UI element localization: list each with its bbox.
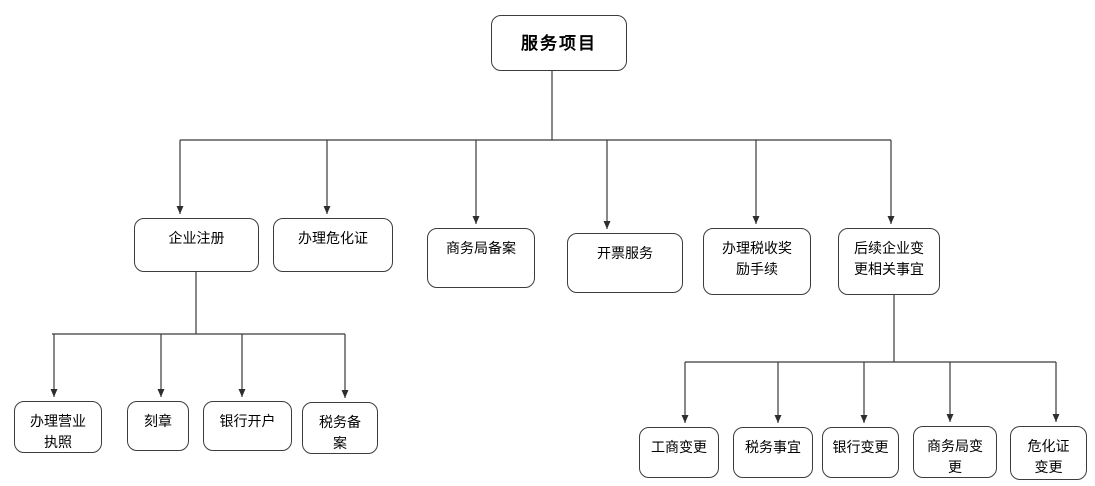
node-label: 案 xyxy=(333,435,347,451)
node-business-change: 工商变更 xyxy=(639,427,719,478)
node-followup-changes: 后续企业变 更相关事宜 xyxy=(838,228,940,295)
node-label: 办理危化证 xyxy=(298,230,368,246)
node-hazmat-cert: 办理危化证 xyxy=(273,218,393,272)
node-tax-matters: 税务事宜 xyxy=(733,427,813,478)
node-label: 后续企业变 xyxy=(854,240,924,256)
node-seal-carving: 刻章 xyxy=(127,401,189,451)
node-label: 励手续 xyxy=(736,261,778,277)
node-commerce-bureau-filing: 商务局备案 xyxy=(427,228,535,288)
node-label: 工商变更 xyxy=(651,439,707,455)
node-bank-account-opening: 银行开户 xyxy=(203,401,292,451)
node-tax-reward-procedures: 办理税收奖 励手续 xyxy=(703,228,811,295)
node-label: 税务事宜 xyxy=(745,439,801,455)
node-service-items: 服务项目 xyxy=(491,15,627,71)
node-label: 商务局变 xyxy=(927,438,983,454)
node-label: 商务局备案 xyxy=(446,240,516,256)
node-label: 办理税收奖 xyxy=(722,240,792,256)
node-invoicing-service: 开票服务 xyxy=(567,233,683,293)
node-label: 更 xyxy=(948,459,962,475)
node-label: 办理营业 xyxy=(30,413,86,429)
node-bank-change: 银行变更 xyxy=(822,427,899,478)
node-label: 刻章 xyxy=(144,413,172,429)
node-label: 银行变更 xyxy=(832,439,889,455)
node-label: 变更 xyxy=(1034,459,1063,475)
node-label: 执照 xyxy=(44,434,72,450)
node-label: 危化证 xyxy=(1027,438,1070,454)
node-label: 税务备 xyxy=(319,414,361,430)
node-business-license: 办理营业 执照 xyxy=(14,401,102,453)
node-label: 更相关事宜 xyxy=(854,261,924,277)
node-label: 服务项目 xyxy=(521,33,597,53)
node-label: 企业注册 xyxy=(168,230,225,246)
node-tax-registration: 税务备 案 xyxy=(302,402,378,454)
node-label: 开票服务 xyxy=(597,245,653,261)
node-commerce-bureau-change: 商务局变 更 xyxy=(913,426,997,478)
node-label: 银行开户 xyxy=(219,413,276,429)
node-enterprise-registration: 企业注册 xyxy=(134,218,259,272)
node-hazmat-cert-change: 危化证 变更 xyxy=(1010,426,1087,480)
